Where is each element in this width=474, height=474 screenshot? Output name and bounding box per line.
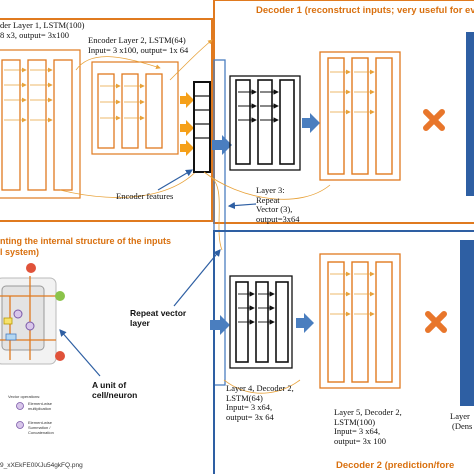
- encoder-layer1-cells: [1, 59, 73, 191]
- left-panel-header: nting the internal structure of the inpu…: [0, 236, 171, 257]
- encoder-layer1-label: der Layer 1, LSTM(100) 8 x3, output= 3x1…: [0, 20, 85, 40]
- encoder-layer1-frame: [0, 49, 81, 199]
- decoder2-layer1-frame: [229, 275, 293, 369]
- encoder-layer2-frame: [91, 61, 179, 155]
- lstm-output-node-top: [26, 263, 36, 273]
- layer3-pointer: [227, 201, 257, 210]
- decoder1-layer2-frame: [319, 51, 401, 181]
- decoder1-title: Decoder 1 (reconstruct inputs; very usef…: [256, 5, 474, 16]
- encoder-features-label: Encoder features: [116, 191, 174, 201]
- decoder2-layer2-frame: [319, 253, 401, 389]
- encoder-frame: [0, 18, 213, 222]
- decoder2-block-arrow: [296, 313, 314, 333]
- vector-op-sum-label: Element-wise Summation / Concatenation: [28, 420, 54, 435]
- arrow-to-decoder1: [212, 135, 232, 155]
- lstm-gate-multiply-icon: [13, 309, 23, 319]
- vector-op-sum-icon: [16, 421, 24, 429]
- encoder-layer2-cells: [97, 73, 163, 149]
- encoder-feature-vector: [193, 81, 211, 173]
- decoder2-dense-label-1: Layer: [450, 411, 470, 421]
- decoder2-layer4-label: Layer 4, Decoder 2, LSTM(64) Input= 3 x6…: [226, 383, 294, 422]
- arrow-to-decoder2: [210, 315, 230, 335]
- decoder1-layer2-cells: [327, 57, 393, 175]
- lstm-output-node-bottom: [55, 351, 65, 361]
- repeat-vector-label: Layer 3: Repeat Vector (3), output=3x64: [256, 185, 300, 224]
- decoder1-layer2-arrows: [330, 69, 375, 115]
- decoder2-dense-output: [460, 240, 474, 406]
- decoder2-layer5-label: Layer 5, Decoder 2, LSTM(100) Input= 3 x…: [334, 407, 402, 446]
- decoder2-cross-icon: [425, 311, 447, 333]
- decoder2-layer2-cells: [327, 261, 393, 383]
- decoder1-layer1-cells: [235, 79, 295, 165]
- decoder1-dense-output: [466, 32, 474, 196]
- lstm-cell-lines: [0, 276, 56, 360]
- decoder1-block-arrow: [302, 113, 320, 133]
- decoder2-title: Decoder 2 (prediction/fore: [336, 460, 455, 471]
- unit-of-cell-label: A unit of cell/neuron: [92, 380, 138, 400]
- vector-op-multiply-icon: [16, 402, 24, 410]
- decoder2-frame: [213, 230, 474, 474]
- decoder2-layer2-arrows: [330, 271, 375, 317]
- vector-ops-title: Vector operations:: [8, 394, 41, 399]
- encoder-features-pointer: [157, 169, 194, 191]
- decoder1-layer1-arrows: [238, 89, 279, 123]
- repeat-vector-layer-label: Repeat vector layer: [130, 308, 187, 328]
- lstm-gate-sum-icon: [25, 321, 35, 331]
- repeat-vector-layer-pointer: [173, 249, 221, 307]
- repeat-vector-connectors: [203, 171, 331, 394]
- decoder1-layer1-frame: [229, 75, 301, 171]
- lstm-tanh-box: [5, 333, 17, 341]
- decoder1-cross-icon: [423, 109, 445, 131]
- decoder2-dense-label-2: (Dens: [452, 421, 473, 431]
- lstm-sigmoid-box: [3, 317, 13, 325]
- encoder-layer2-label: Encoder Layer 2, LSTM(64) Input= 3 x100,…: [88, 35, 189, 55]
- lstm-cell-state-node: [55, 291, 65, 301]
- encoder-block-arrows: [180, 92, 194, 156]
- vector-op-multiply-label: Element-wise multiplication: [28, 401, 53, 411]
- decoder2-layer1-arrows: [238, 291, 275, 325]
- repeat-vector-column: [213, 59, 226, 386]
- image-filename: 9_xXEkFE0lXJu54gkFQ.png: [0, 462, 83, 469]
- unit-pointer: [59, 329, 101, 377]
- encoder-arrows: [4, 39, 213, 198]
